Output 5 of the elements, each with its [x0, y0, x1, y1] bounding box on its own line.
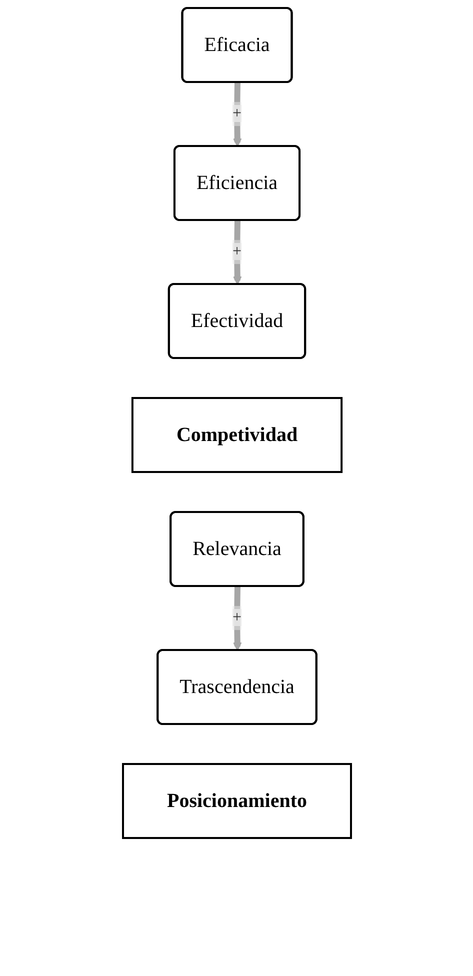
node-box: Competividad — [130, 397, 342, 473]
node-box: Posicionamiento — [122, 763, 352, 839]
edge-label: + — [232, 243, 242, 260]
edge-label: + — [232, 609, 242, 626]
edge-label: + — [232, 105, 242, 122]
